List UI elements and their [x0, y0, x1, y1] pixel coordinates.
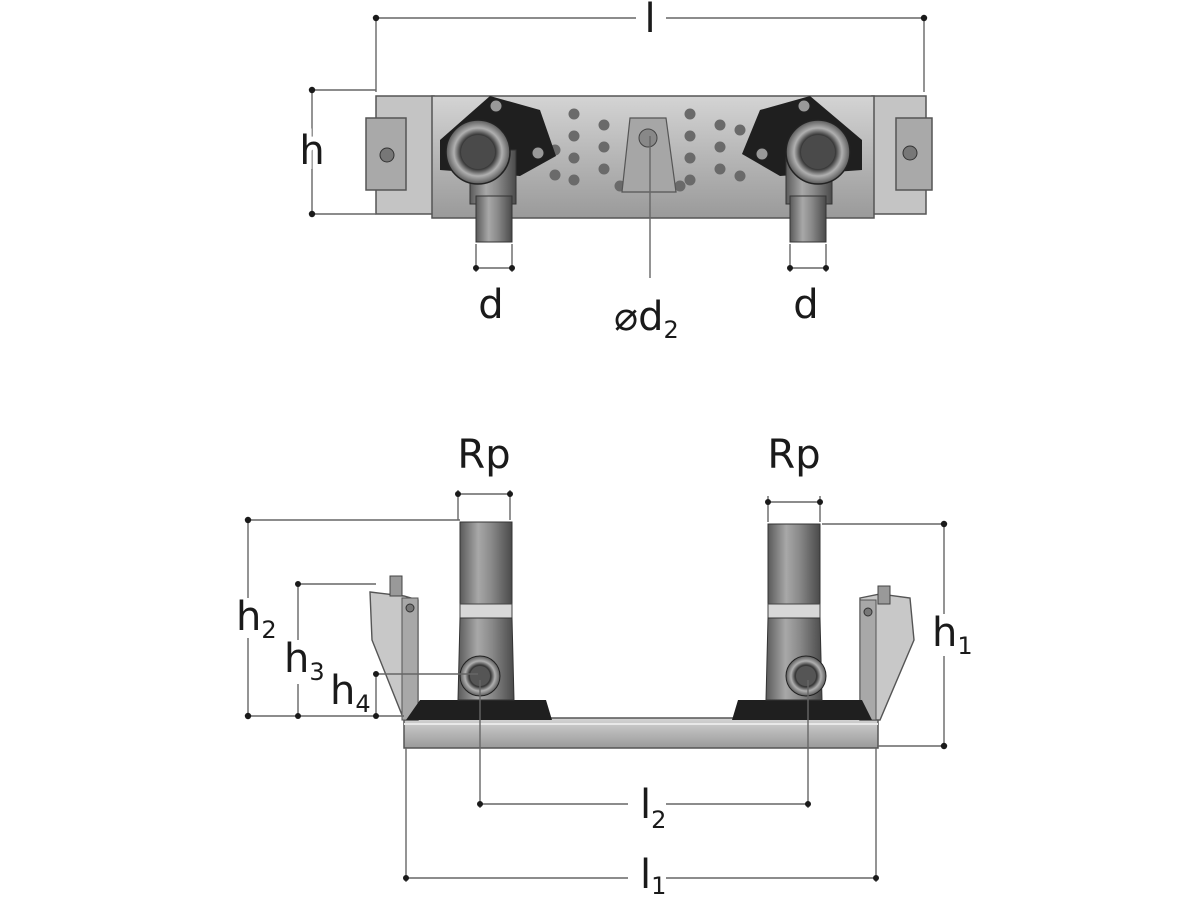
left-bracket — [365, 95, 435, 215]
perforation-hole — [568, 174, 580, 186]
label-l2: l — [640, 782, 651, 828]
dimension-h2: h2 — [236, 516, 460, 720]
perforation-hole — [549, 169, 561, 181]
side-right-fitting — [732, 523, 872, 720]
label-h4: h — [330, 668, 355, 714]
perforation-holes — [549, 108, 746, 192]
perforation-hole — [568, 130, 580, 142]
side-left-bracket — [369, 575, 419, 721]
dimension-h4: h4 — [330, 668, 478, 719]
dimension-l1: l1 — [403, 748, 879, 900]
dimension-h1: h1 — [822, 520, 973, 750]
label-h4-subscript: 4 — [355, 690, 370, 718]
dimension-l: l — [372, 0, 928, 92]
svg-text:h3: h3 — [284, 636, 325, 686]
label-h2-subscript: 2 — [261, 616, 276, 644]
svg-text:⌀d2: ⌀d2 — [614, 294, 679, 344]
label-h1: h — [932, 610, 957, 656]
dimension-d-right: d — [787, 244, 829, 328]
label-h1-subscript: 1 — [957, 632, 972, 660]
right-bracket — [871, 95, 933, 215]
side-left-fitting — [406, 521, 552, 720]
label-d-left: d — [478, 282, 503, 328]
label-h3: h — [284, 636, 309, 682]
svg-text:h4: h4 — [330, 668, 371, 718]
label-h: h — [299, 128, 324, 174]
perforation-hole — [684, 108, 696, 120]
dimension-d2: ⌀d2 — [614, 136, 679, 344]
dimension-rp-right: Rp — [765, 432, 823, 522]
dimension-d-left: d — [473, 244, 515, 328]
left-wall-fitting — [440, 96, 556, 243]
label-d2: d — [638, 294, 663, 340]
label-h2: h — [236, 594, 261, 640]
svg-text:h2: h2 — [236, 594, 277, 644]
side-right-bracket — [859, 585, 915, 721]
perforation-hole — [598, 163, 610, 175]
dimension-rp-left: Rp — [455, 432, 513, 520]
top-view: l h d d — [294, 0, 933, 344]
side-view: Rp Rp h1 — [236, 432, 973, 900]
dimension-h3: h3 — [284, 581, 376, 719]
label-l1: l — [640, 852, 651, 898]
label-diameter-symbol: ⌀ — [614, 294, 638, 340]
perforation-hole — [734, 124, 746, 136]
svg-text:l1: l1 — [640, 852, 666, 900]
perforation-hole — [714, 141, 726, 153]
perforation-hole — [714, 163, 726, 175]
label-rp-right: Rp — [767, 432, 820, 478]
dimension-l2: l2 — [477, 680, 811, 834]
center-tab — [621, 117, 677, 193]
perforation-hole — [568, 152, 580, 164]
perforation-hole — [598, 141, 610, 153]
svg-text:h1: h1 — [932, 610, 973, 660]
label-d2-subscript: 2 — [663, 316, 678, 344]
perforation-hole — [674, 180, 686, 192]
label-l: l — [644, 0, 655, 42]
perforation-hole — [734, 170, 746, 182]
side-base-plate — [403, 717, 879, 749]
perforation-hole — [568, 108, 580, 120]
perforation-hole — [714, 119, 726, 131]
svg-text:l2: l2 — [640, 782, 666, 834]
perforation-hole — [684, 130, 696, 142]
perforation-hole — [684, 152, 696, 164]
label-l1-subscript: 1 — [651, 872, 666, 900]
perforation-hole — [684, 174, 696, 186]
label-h3-subscript: 3 — [309, 658, 324, 686]
label-l2-subscript: 2 — [651, 806, 666, 834]
right-wall-fitting — [742, 96, 862, 243]
label-d-right: d — [793, 282, 818, 328]
dimension-h: h — [294, 86, 376, 218]
label-rp-left: Rp — [457, 432, 510, 478]
perforation-hole — [598, 119, 610, 131]
